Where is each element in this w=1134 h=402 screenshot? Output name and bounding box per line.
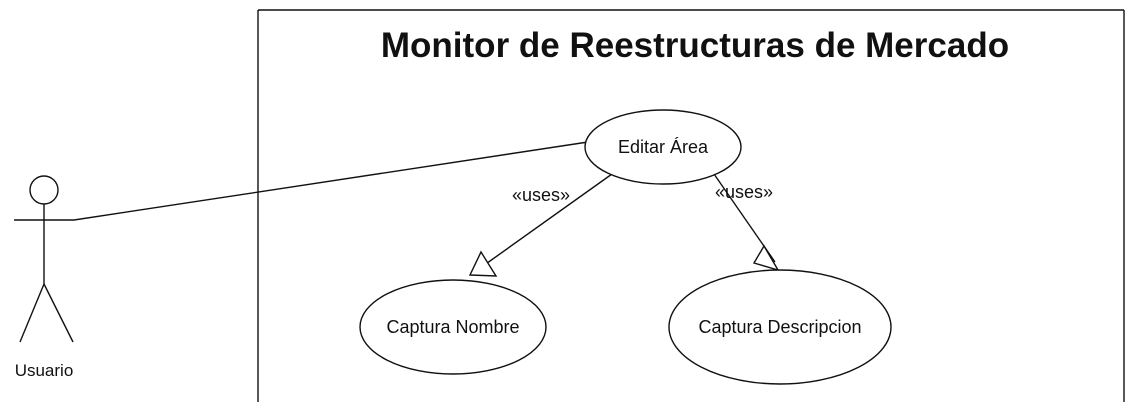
system-title: Monitor de Reestructuras de Mercado bbox=[381, 26, 1009, 65]
uses-line-left bbox=[482, 173, 613, 267]
use-case-editar-area bbox=[584, 109, 742, 185]
system-boundary bbox=[257, 9, 1125, 402]
association-line bbox=[73, 141, 589, 221]
actor-head bbox=[29, 175, 59, 205]
uses-label-right: «uses» bbox=[715, 182, 773, 202]
use-case-captura-nombre-label: Captura Nombre bbox=[386, 317, 519, 337]
use-case-editar-area-label: Editar Área bbox=[618, 137, 709, 157]
use-case-captura-nombre bbox=[359, 279, 547, 375]
actor-figure bbox=[14, 175, 74, 343]
actor-label: Usuario bbox=[15, 361, 74, 380]
uses-arrowhead-left bbox=[468, 250, 498, 277]
uses-arrowhead-right bbox=[752, 244, 780, 272]
actor-right-leg bbox=[43, 283, 74, 343]
actor-left-leg bbox=[19, 283, 45, 343]
use-case-captura-descripcion-label: Captura Descripcion bbox=[698, 317, 861, 337]
uses-label-left: «uses» bbox=[512, 185, 570, 205]
use-case-captura-descripcion bbox=[668, 269, 892, 385]
